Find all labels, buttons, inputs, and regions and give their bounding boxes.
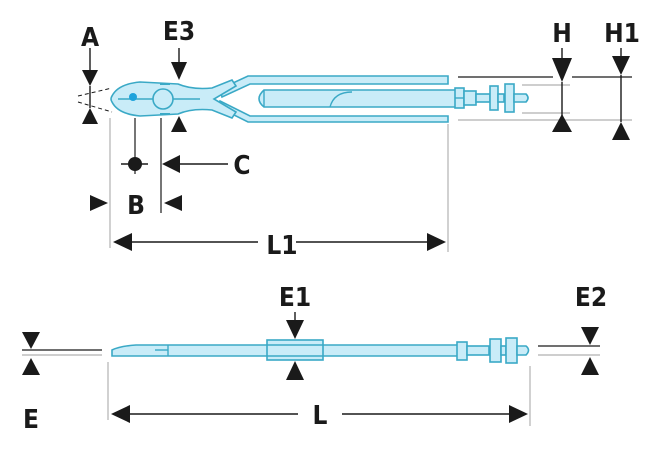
arrow-down-icon [22,332,40,349]
arrow-left-icon [162,155,180,173]
arrow-left-icon [164,195,182,211]
arrow-down-icon [612,56,630,75]
label-a: A [81,23,99,53]
label-h1: H1 [604,19,640,49]
arrow-down-icon [286,320,304,339]
label-e: E [23,405,39,435]
arrow-down-icon [552,58,572,82]
label-e2: E2 [575,283,607,313]
center-point-icon [128,157,142,171]
adjuster-nut-2 [504,83,515,113]
arrow-down-icon [581,327,599,345]
side-pivot-block [266,339,324,361]
adjuster-nut-1 [489,85,499,111]
arrow-up-icon [552,114,572,132]
arrow-right-icon [427,233,446,251]
arrow-up-icon [581,357,599,375]
rod-end [513,93,529,103]
arrow-up-icon [171,116,187,132]
side-view: E E1 E2 L [22,283,607,435]
arrow-up-icon [22,358,40,375]
jaw-angle-upper [77,87,113,97]
label-h: H [552,19,572,49]
side-nut-2 [505,337,518,364]
label-c: C [233,151,250,181]
label-l: L [313,401,328,431]
arrow-down-icon [82,70,98,86]
side-rod [466,345,490,356]
side-collar [456,341,468,361]
label-e3: E3 [163,17,195,47]
sleeve-curve [329,91,353,108]
center-sleeve [258,89,457,108]
rod-boss [463,90,477,106]
pivot-ring [152,88,174,110]
adjuster-rod [475,93,491,103]
arrow-up-icon [612,122,630,140]
arrow-left-icon [111,405,130,423]
arrow-left-icon [113,233,132,251]
label-l1: L1 [266,231,297,261]
label-e1: E1 [279,283,311,313]
jaw-angle-lower [77,101,113,113]
pivot-mark-top [160,83,170,85]
rod-segment [497,93,505,103]
top-view: A E3 C B L1 H [77,17,640,261]
arrow-right-icon [90,195,108,211]
pivot-dot [129,93,137,101]
arrow-up-icon [286,361,304,380]
pivot-mark-bottom [160,113,170,115]
side-nut-1 [489,338,502,363]
label-b: B [127,191,145,221]
arrow-down-icon [171,62,187,80]
arrow-up-icon [82,108,98,124]
side-rod-end [516,345,530,356]
upper-handle [219,75,449,99]
arrow-right-icon [509,405,528,423]
